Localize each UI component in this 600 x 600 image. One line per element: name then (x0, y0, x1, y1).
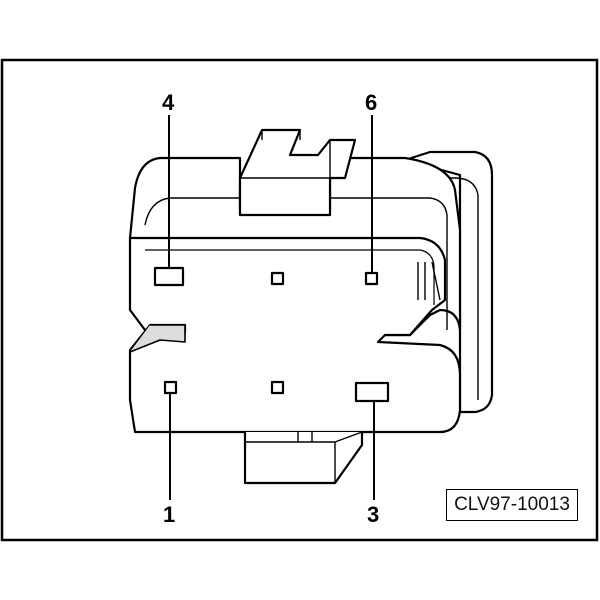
figure-reference-label: CLV97-10013 (446, 489, 578, 521)
pin-label-4: 4 (162, 90, 175, 115)
pin-label-3: 3 (367, 502, 379, 527)
figure-frame (0, 58, 599, 542)
leader-lines (168, 115, 375, 500)
connector-housing (128, 128, 494, 485)
pin-label-1: 1 (163, 502, 175, 527)
pin-label-6: 6 (365, 90, 377, 115)
